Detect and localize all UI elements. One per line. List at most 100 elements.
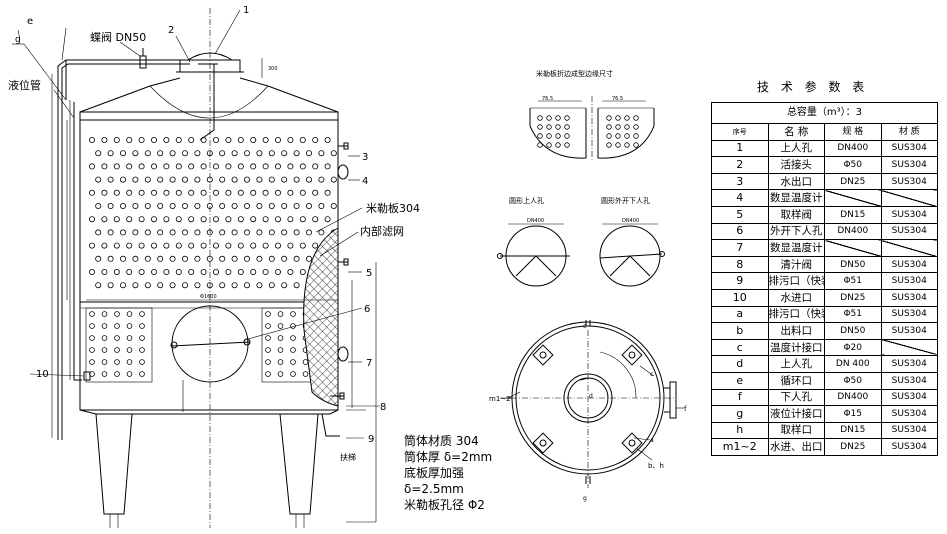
- dimple: [132, 150, 139, 157]
- row-number: 10: [711, 288, 769, 307]
- dimple: [95, 176, 102, 183]
- dimple: [250, 242, 257, 249]
- row-material: SUS304: [880, 272, 938, 290]
- dimple: [302, 371, 309, 377]
- dimple: [281, 229, 288, 236]
- dimple: [212, 268, 219, 275]
- row-number: 1: [711, 139, 769, 158]
- dimple: [237, 189, 244, 196]
- dimple: [107, 255, 114, 262]
- dimple: [299, 216, 306, 223]
- dimple: [290, 335, 296, 341]
- dimple: [555, 115, 561, 121]
- row-spec: DN400: [824, 388, 882, 407]
- dimple: [318, 202, 325, 209]
- note-line: 筒体厚 δ=2mm: [404, 449, 492, 464]
- row-spec: DN25: [824, 172, 882, 191]
- dimple: [107, 176, 114, 183]
- row-material: SUS304: [880, 305, 938, 324]
- note-line: 底板厚加强: [404, 465, 464, 480]
- row-name: 水出口: [767, 172, 825, 191]
- dimple: [150, 136, 157, 143]
- dimple: [132, 202, 139, 209]
- dimple: [126, 216, 133, 223]
- row-name: 水进、出口: [767, 438, 825, 456]
- row-spec: Φ51: [824, 272, 882, 290]
- dimple: [250, 163, 257, 170]
- row-name: 上人孔: [767, 139, 825, 158]
- dimple: [324, 163, 331, 170]
- callout-8: 8: [380, 402, 386, 413]
- dimple: [194, 202, 201, 209]
- row-material: SUS304: [880, 421, 938, 440]
- dimple: [277, 335, 284, 341]
- note-line: 筒体材质 304: [404, 433, 479, 448]
- dimple: [126, 323, 133, 329]
- dimple: [206, 229, 213, 236]
- dimple: [299, 189, 306, 196]
- row-material: SUS304: [880, 388, 938, 407]
- dimple: [138, 189, 145, 196]
- row-material: [880, 338, 938, 357]
- dimple: [250, 268, 257, 275]
- dimple: [606, 133, 612, 139]
- header-no: 序号: [711, 123, 769, 141]
- dimple: [305, 255, 312, 262]
- dimple: [89, 136, 96, 143]
- row-material: [880, 239, 938, 257]
- dimple: [305, 150, 312, 157]
- dimple: [624, 133, 630, 139]
- dimple: [169, 150, 176, 157]
- dimple: [181, 150, 188, 157]
- dimple: [169, 282, 176, 289]
- dimple: [212, 136, 219, 143]
- dimple: [299, 242, 306, 249]
- header-spec: 规 格: [824, 123, 882, 141]
- dimple: [615, 142, 621, 148]
- dimple: [290, 359, 296, 365]
- mueller-plate-label: 米勒板304: [366, 201, 420, 215]
- dimple: [113, 189, 120, 196]
- dimple: [212, 163, 219, 170]
- dimple: [175, 242, 182, 249]
- callout-4: 4: [362, 176, 368, 187]
- dimple: [95, 202, 102, 209]
- dimple: [277, 311, 284, 317]
- dimple: [293, 202, 300, 209]
- dimple: [633, 142, 639, 148]
- dimple: [169, 229, 176, 236]
- dimple: [175, 163, 182, 170]
- callout-5: 5: [366, 268, 372, 279]
- dimple: [114, 359, 120, 365]
- dimple: [95, 150, 102, 157]
- dimple: [606, 124, 612, 130]
- dimple: [293, 282, 300, 289]
- dimple: [287, 189, 294, 196]
- dimple: [89, 163, 96, 170]
- dimple: [231, 202, 238, 209]
- dimple: [615, 115, 621, 121]
- dimple: [277, 323, 284, 329]
- dimple: [633, 124, 639, 130]
- dimple: [293, 229, 300, 236]
- dimple: [299, 136, 306, 143]
- dimple: [126, 242, 133, 249]
- dimple: [157, 150, 164, 157]
- dimple: [138, 242, 145, 249]
- row-material: SUS304: [880, 205, 938, 224]
- row-name: 数显温度计: [767, 239, 825, 257]
- row-spec: Φ50: [824, 156, 882, 174]
- dimple: [113, 242, 120, 249]
- row-number: d: [711, 355, 769, 373]
- dimple: [555, 124, 561, 130]
- dimple: [237, 242, 244, 249]
- dimple: [277, 371, 284, 377]
